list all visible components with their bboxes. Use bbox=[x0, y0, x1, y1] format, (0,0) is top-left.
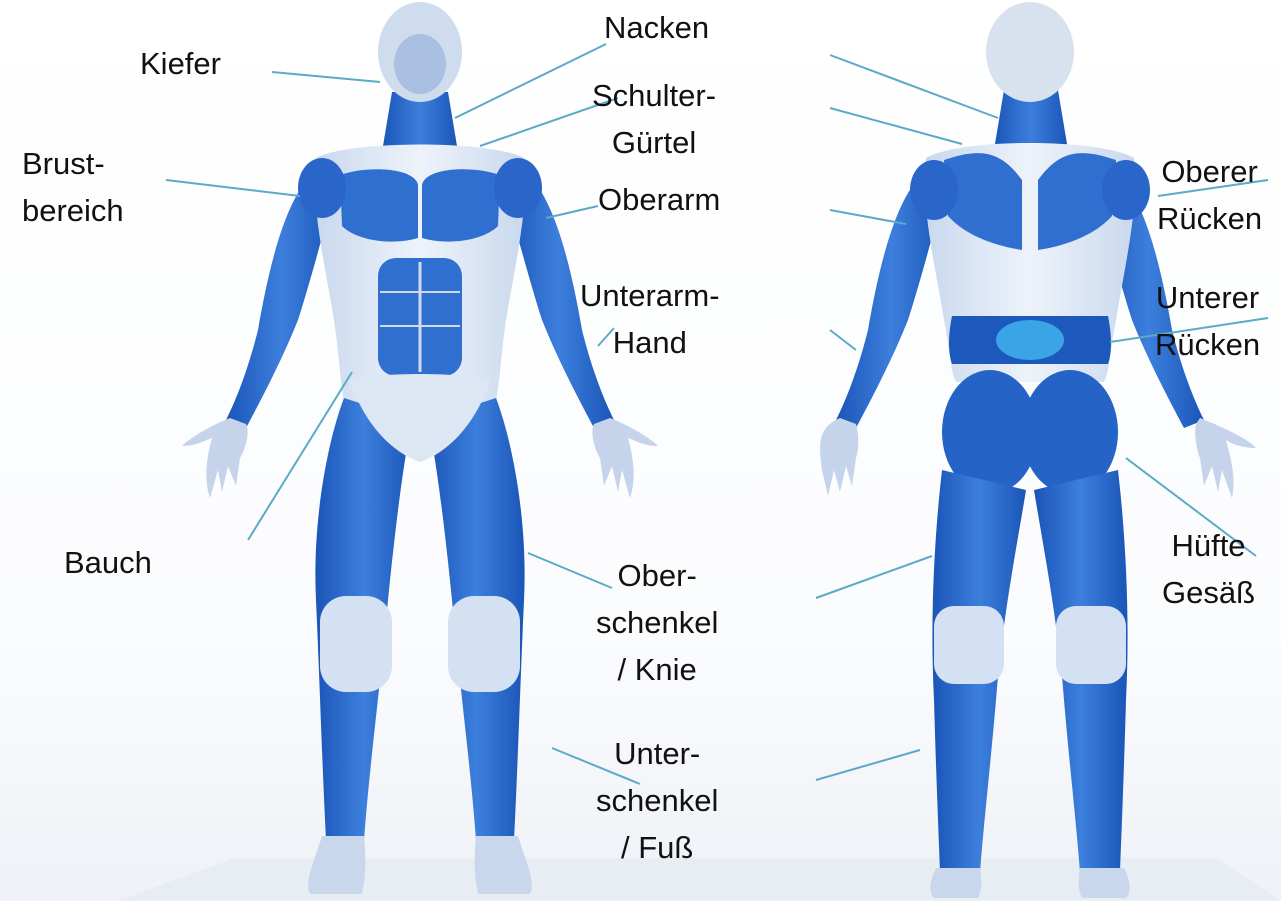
leader-brust bbox=[166, 180, 300, 196]
label-nacken-line-1: Nacken bbox=[604, 4, 709, 51]
label-oberschenkel-knie: Ober- schenkel / Knie bbox=[596, 552, 718, 693]
label-unterschenkel-line-3: / Fuß bbox=[596, 824, 718, 871]
label-oberer-ruecken-line-2: Rücken bbox=[1157, 195, 1262, 242]
label-unterschenkel-fuss: Unter- schenkel / Fuß bbox=[596, 730, 718, 871]
leader-back-unterarm bbox=[830, 330, 856, 350]
label-schulter-line-1: Schulter- bbox=[592, 72, 716, 119]
leader-oberarm bbox=[546, 206, 598, 218]
leader-back-unterschenkel bbox=[816, 750, 920, 780]
label-unterschenkel-line-1: Unter- bbox=[596, 730, 718, 777]
label-unterschenkel-line-2: schenkel bbox=[596, 777, 718, 824]
label-oberschenkel-line-2: schenkel bbox=[596, 599, 718, 646]
label-bauch-line-1: Bauch bbox=[64, 539, 152, 586]
label-unterarm-line-1: Unterarm- bbox=[580, 272, 720, 319]
label-oberarm: Oberarm bbox=[598, 176, 720, 223]
leader-back-oberschenkel bbox=[816, 556, 932, 598]
label-schulter-line-2: Gürtel bbox=[592, 119, 716, 166]
leader-back-oberarm bbox=[830, 210, 906, 224]
label-unterer-ruecken-line-1: Unterer bbox=[1155, 274, 1260, 321]
label-oberarm-line-1: Oberarm bbox=[598, 176, 720, 223]
label-unterer-ruecken: Unterer Rücken bbox=[1155, 274, 1260, 368]
label-huefte-line-2: Gesäß bbox=[1162, 569, 1255, 616]
label-schulter-guertel: Schulter- Gürtel bbox=[592, 72, 716, 166]
label-unterarm-hand: Unterarm- Hand bbox=[580, 272, 720, 366]
leader-nacken bbox=[455, 44, 606, 118]
label-oberschenkel-line-3: / Knie bbox=[596, 646, 718, 693]
leader-kiefer bbox=[272, 72, 380, 82]
label-brust-line-1: Brust- bbox=[22, 140, 124, 187]
label-unterer-ruecken-line-2: Rücken bbox=[1155, 321, 1260, 368]
label-huefte-gesaess: Hüfte Gesäß bbox=[1162, 522, 1255, 616]
label-brustbereich: Brust- bereich bbox=[22, 140, 124, 234]
label-unterarm-line-2: Hand bbox=[580, 319, 720, 366]
label-kiefer: Kiefer bbox=[140, 40, 221, 87]
label-oberschenkel-line-1: Ober- bbox=[596, 552, 718, 599]
label-brust-line-2: bereich bbox=[22, 187, 124, 234]
leader-back-schulter bbox=[830, 108, 962, 144]
label-oberer-ruecken-line-1: Oberer bbox=[1157, 148, 1262, 195]
label-bauch: Bauch bbox=[64, 539, 152, 586]
front-figure bbox=[182, 2, 658, 894]
back-figure bbox=[820, 2, 1256, 898]
label-oberer-ruecken: Oberer Rücken bbox=[1157, 148, 1262, 242]
label-nacken: Nacken bbox=[604, 4, 709, 51]
label-kiefer-line-1: Kiefer bbox=[140, 40, 221, 87]
label-huefte-line-1: Hüfte bbox=[1162, 522, 1255, 569]
leader-back-nacken bbox=[830, 55, 998, 118]
